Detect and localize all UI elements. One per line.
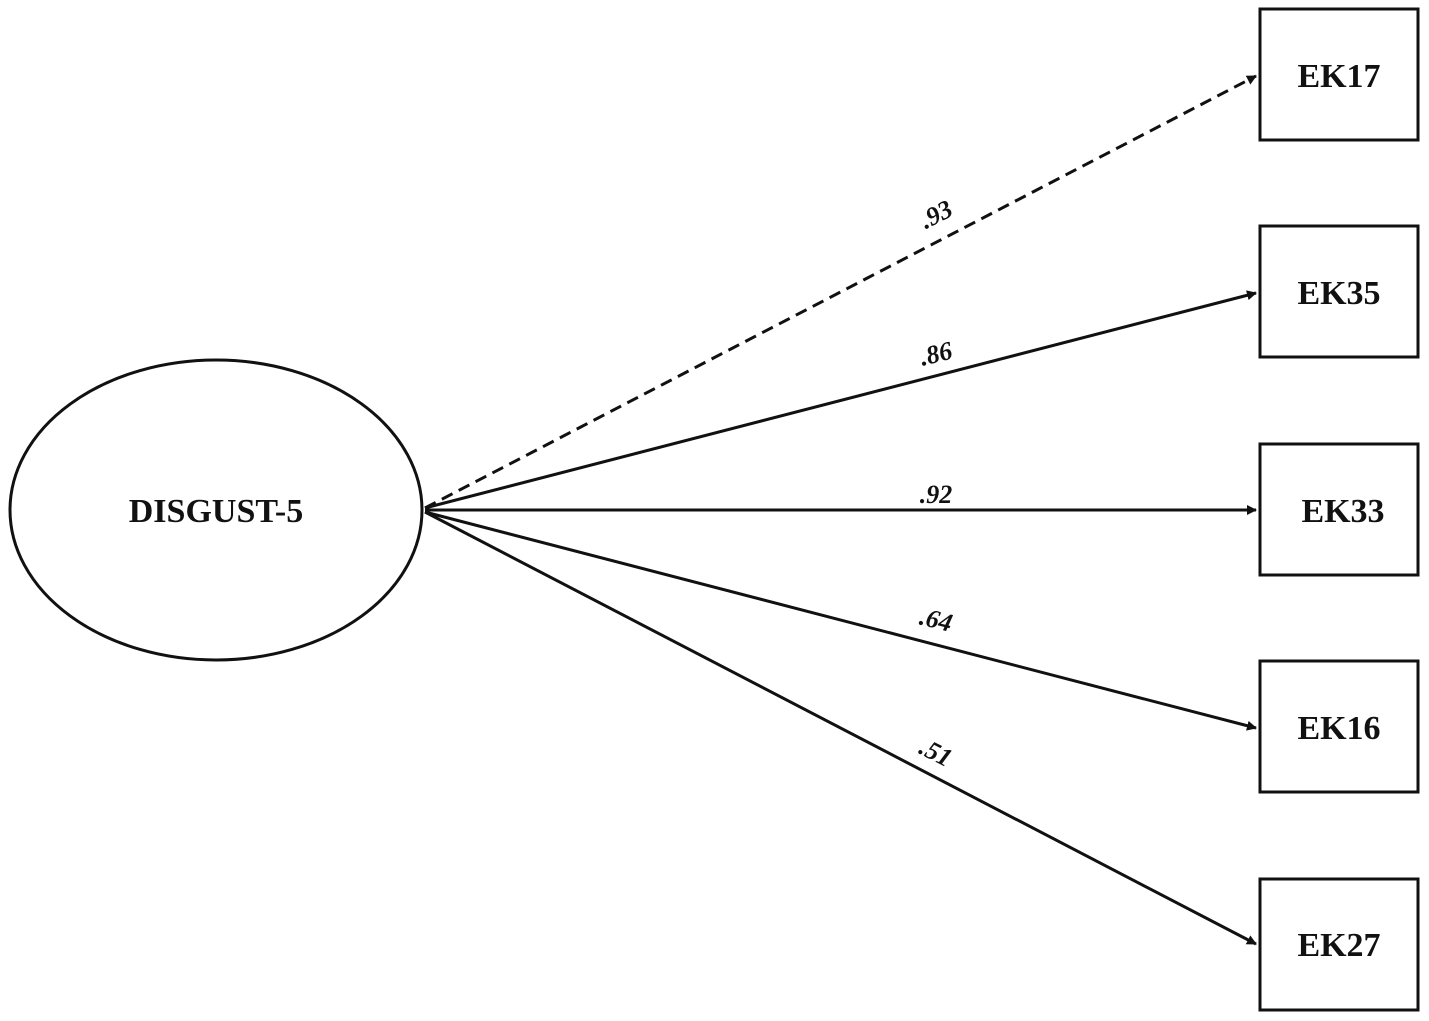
indicator-label: EK35 — [1297, 275, 1380, 312]
indicator-ek33: EK33 — [1258, 442, 1420, 577]
loading-label-ek35: .86 — [917, 336, 956, 372]
loading-label-ek17: .93 — [915, 194, 957, 235]
loading-label-ek16: .64 — [917, 602, 956, 638]
loading-label-ek33: .92 — [920, 480, 953, 509]
indicator-ek16: EK16 — [1258, 659, 1420, 794]
path-arrow-ek17 — [424, 74, 1257, 510]
indicator-box — [1258, 877, 1420, 1012]
loading-label-ek27: .51 — [915, 732, 957, 773]
indicator-ek35: EK35 — [1258, 224, 1420, 359]
latent-variable: DISGUST-5 — [8, 358, 424, 662]
latent-label: DISGUST-5 — [129, 493, 303, 530]
indicator-label: EK17 — [1297, 58, 1380, 95]
loading-labels: .93 .86 .92 .64 .51 — [915, 194, 957, 773]
latent-ellipse — [8, 358, 424, 662]
indicator-box — [1258, 7, 1420, 142]
indicator-box — [1258, 442, 1420, 577]
indicator-label: EK16 — [1297, 710, 1380, 747]
indicator-label: EK33 — [1301, 493, 1384, 530]
path-group — [424, 74, 1257, 946]
indicator-label: EK27 — [1297, 927, 1380, 964]
path-arrow-ek35 — [424, 290, 1257, 510]
indicator-box — [1258, 659, 1420, 794]
indicator-ek17: EK17 — [1258, 7, 1420, 142]
path-arrow-ek27 — [424, 510, 1257, 946]
path-arrow-ek16 — [424, 510, 1257, 731]
indicator-ek27: EK27 — [1258, 877, 1420, 1012]
indicator-box — [1258, 224, 1420, 359]
